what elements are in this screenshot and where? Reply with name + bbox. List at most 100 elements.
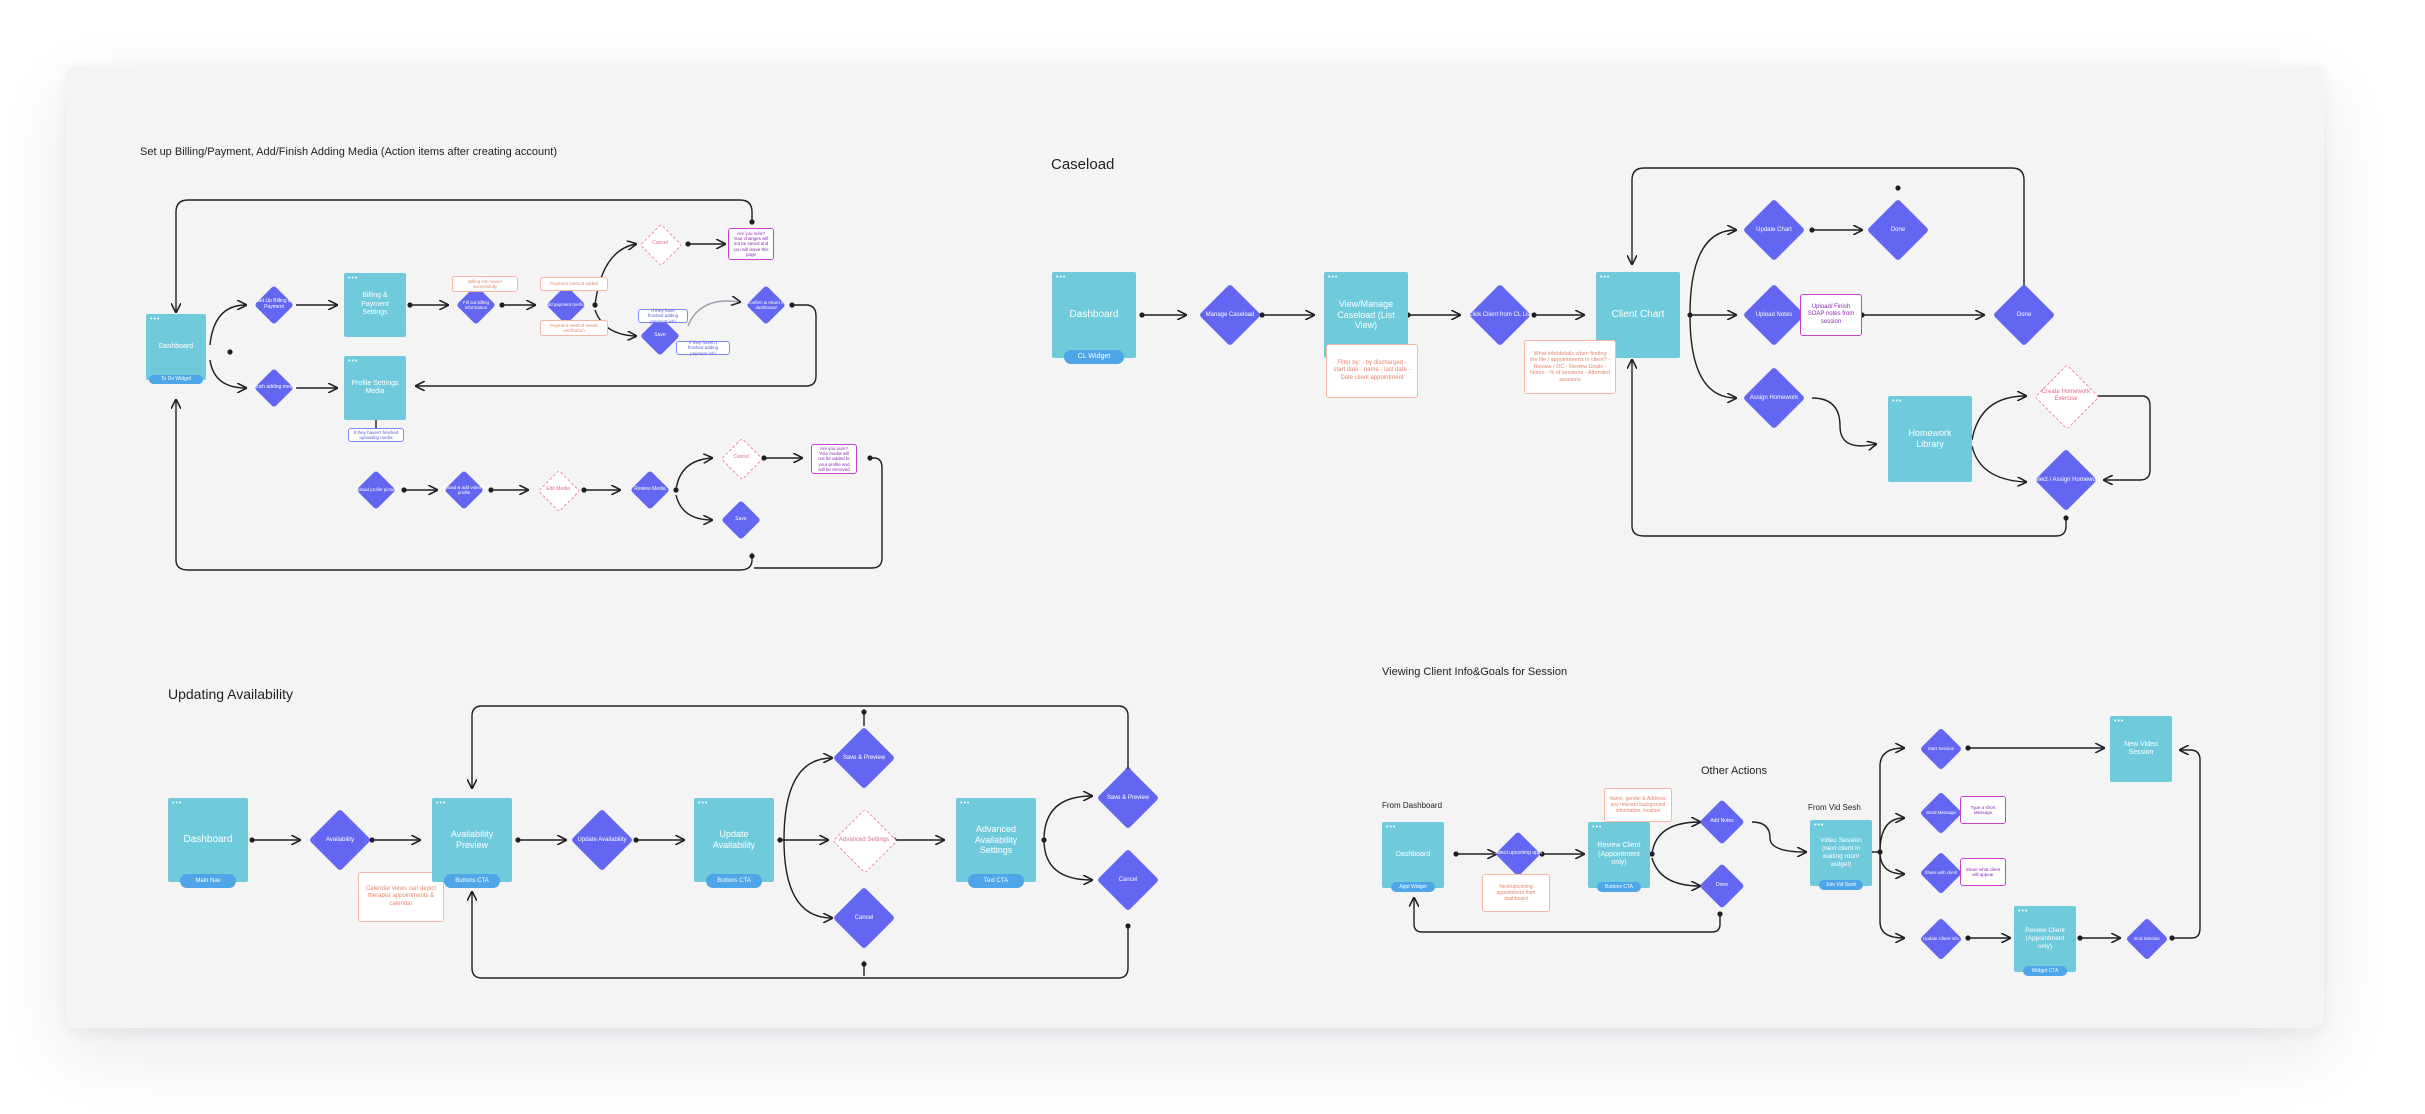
update-cta-button[interactable]: Buttons CTA — [706, 874, 762, 888]
edit-media-option[interactable]: Edit Media — [537, 469, 581, 513]
note-cancel-media-warning: Are you sure? Your media will not be add… — [811, 444, 857, 474]
connector-dot — [1041, 837, 1047, 843]
decision-done-viewing[interactable]: Done — [1699, 863, 1745, 909]
widget-cta-button[interactable]: Widget CTA — [2023, 966, 2067, 976]
note-next-appointment: Next/upcoming appointment from dashboard — [1482, 874, 1550, 912]
appt-widget-button[interactable]: Appt Widget — [1391, 882, 1435, 892]
decision-upload-notes[interactable]: Upload Notes — [1742, 283, 1806, 347]
decision-start-session[interactable]: Start Session — [1919, 727, 1963, 771]
decision-save-preview-2[interactable]: Save & Preview — [1096, 766, 1160, 830]
connector-dot — [407, 302, 413, 308]
update-availability-screen[interactable]: •••Update Availability Buttons CTA — [694, 798, 774, 888]
viewing-dashboard-screen[interactable]: •••Dashboard Appt Widget — [1382, 822, 1444, 892]
connector-dot — [515, 837, 521, 843]
decision-update-availability[interactable]: Update Availability — [570, 808, 634, 872]
text-cta-button[interactable]: Text CTA — [968, 874, 1024, 888]
main-nav-button[interactable]: Main Nav — [180, 874, 236, 888]
video-session-screen[interactable]: •••Video Session (next client in waiting… — [1810, 820, 1872, 890]
decision-done-notes[interactable]: Done — [1992, 283, 2056, 347]
decision-add-notes[interactable]: Add Notes — [1699, 799, 1745, 845]
connector — [1414, 898, 1721, 933]
decision-done-chart[interactable]: Done — [1866, 198, 1930, 262]
decision-share-with-client[interactable]: Share with client — [1919, 851, 1963, 895]
connector — [1689, 314, 1736, 398]
decision-review-media[interactable]: Review Media — [630, 470, 670, 510]
connector — [1879, 851, 1904, 874]
preview-cta-button[interactable]: Buttons CTA — [444, 874, 500, 888]
note-finished-payment: If they have finished adding payment inf… — [638, 308, 688, 324]
decision-save-media[interactable]: Save — [721, 500, 761, 540]
dashboard-screen[interactable]: ••• Dashboard To Do Widget — [146, 314, 206, 384]
connector — [176, 400, 753, 571]
note-client-background: Name, gender & Address, any relevant bac… — [1604, 788, 1672, 822]
billing-settings-screen[interactable]: •••Billing & Payment Settings — [344, 273, 406, 337]
create-homework-option[interactable]: Create Homework Exercise — [2034, 364, 2100, 430]
connector — [472, 892, 1129, 979]
connector-dot — [1965, 745, 1971, 751]
connector-dot — [1139, 312, 1145, 318]
review-client-screen[interactable]: •••Review Client (Appointment only) Butt… — [1588, 822, 1650, 892]
decision-add-payment[interactable]: Add payment method — [545, 285, 587, 325]
cl-widget-button[interactable]: CL Widget — [1064, 350, 1124, 364]
decision-select-appointment[interactable]: Select upcoming appt — [1494, 831, 1542, 877]
decision-assign-homework[interactable]: Assign Homework — [1742, 366, 1806, 430]
advanced-availability-screen[interactable]: •••Advanced Availability Settings Text C… — [956, 798, 1036, 888]
decision-confirm-dashboard[interactable]: Confirm & return to dashboard — [746, 285, 786, 325]
connector — [209, 359, 246, 388]
decision-update-chart[interactable]: Update Chart — [1742, 198, 1806, 262]
review-client-2-screen[interactable]: •••Review Client (Appointment only) Widg… — [2014, 906, 2076, 976]
caseload-dashboard-screen[interactable]: •••Dashboard CL Widget — [1052, 272, 1136, 364]
cancel-media-option[interactable]: Cancel — [720, 437, 764, 481]
connector-dot — [1259, 312, 1265, 318]
decision-setup-billing[interactable]: Set Up Billing & Payment — [254, 285, 294, 325]
new-video-session-screen[interactable]: •••New Video Session — [2110, 716, 2172, 782]
connector-dot — [749, 553, 755, 559]
availability-dashboard-screen[interactable]: •••Dashboard Main Nav — [168, 798, 248, 888]
connector — [1689, 230, 1736, 316]
connector-dot — [761, 455, 767, 461]
note-media-unfinished: If they haven't finished uploading media — [348, 428, 404, 442]
decision-save-billing[interactable]: Save — [640, 316, 680, 356]
decision-cancel-2[interactable]: Cancel — [1096, 848, 1160, 912]
advanced-settings-option[interactable]: Advanced Settings — [832, 808, 898, 874]
note-unfinished-payment: If they haven't finished adding payment … — [676, 340, 730, 356]
connector — [783, 758, 832, 841]
view-manage-caseload-screen[interactable]: •••View/Manage Caseload (List View) — [1324, 272, 1408, 358]
decision-click-client[interactable]: Click Client from CL List — [1468, 283, 1532, 347]
decision-fill-billing[interactable]: Fill out billing information — [456, 285, 496, 325]
to-do-widget-button[interactable]: To Do Widget — [149, 375, 203, 384]
connector — [1879, 852, 1904, 938]
review-cta-button[interactable]: Buttons CTA — [1597, 882, 1641, 892]
profile-media-screen[interactable]: •••Profile Settings Media — [344, 356, 406, 420]
decision-select-homework[interactable]: Select / Assign Homework — [2031, 448, 2101, 512]
decision-finish-media[interactable]: Finish adding media — [252, 368, 296, 408]
connector-dot — [1125, 923, 1131, 929]
decision-send-message[interactable]: Send Message — [1919, 791, 1963, 835]
note-client-chart-details: What info/details when finding the file … — [1524, 340, 1616, 394]
decision-manage-caseload[interactable]: Manage Caseload — [1198, 283, 1262, 347]
connector-dot — [1809, 227, 1815, 233]
note-billing-saved: Billing info saved successfully — [452, 276, 518, 292]
decision-upload-profile-picture[interactable]: Upload profile picture — [355, 470, 397, 510]
section-title-billing: Set up Billing/Payment, Add/Finish Addin… — [140, 146, 557, 158]
section-title-caseload: Caseload — [1051, 156, 1115, 173]
connector — [1043, 796, 1092, 841]
section-title-viewing: Viewing Client Info&Goals for Session — [1382, 666, 1568, 678]
decision-availability[interactable]: Availability — [308, 808, 372, 872]
connector-dot — [249, 837, 255, 843]
join-vid-sesh-button[interactable]: Join Vid Sesh — [1819, 880, 1863, 890]
connector-dot — [1649, 851, 1655, 857]
cancel-payment-option[interactable]: Cancel — [639, 223, 683, 267]
decision-end-session[interactable]: End Session — [2125, 917, 2169, 961]
decision-add-video[interactable]: Upload & add video to profile — [442, 470, 486, 510]
decision-update-client-info[interactable]: Update Client Info — [1919, 917, 1963, 961]
decision-save-preview-1[interactable]: Save & Preview — [832, 726, 896, 790]
connector-dot — [488, 487, 494, 493]
availability-preview-screen[interactable]: •••Availability Preview Buttons CTA — [432, 798, 512, 888]
connector-dot — [227, 349, 233, 355]
decision-cancel-1[interactable]: Cancel — [832, 886, 896, 950]
homework-library-screen[interactable]: •••Homework Library — [1888, 396, 1972, 482]
connector-dot — [581, 487, 587, 493]
note-caseload-filter: Filter by: - by discharged - start date … — [1326, 344, 1418, 398]
